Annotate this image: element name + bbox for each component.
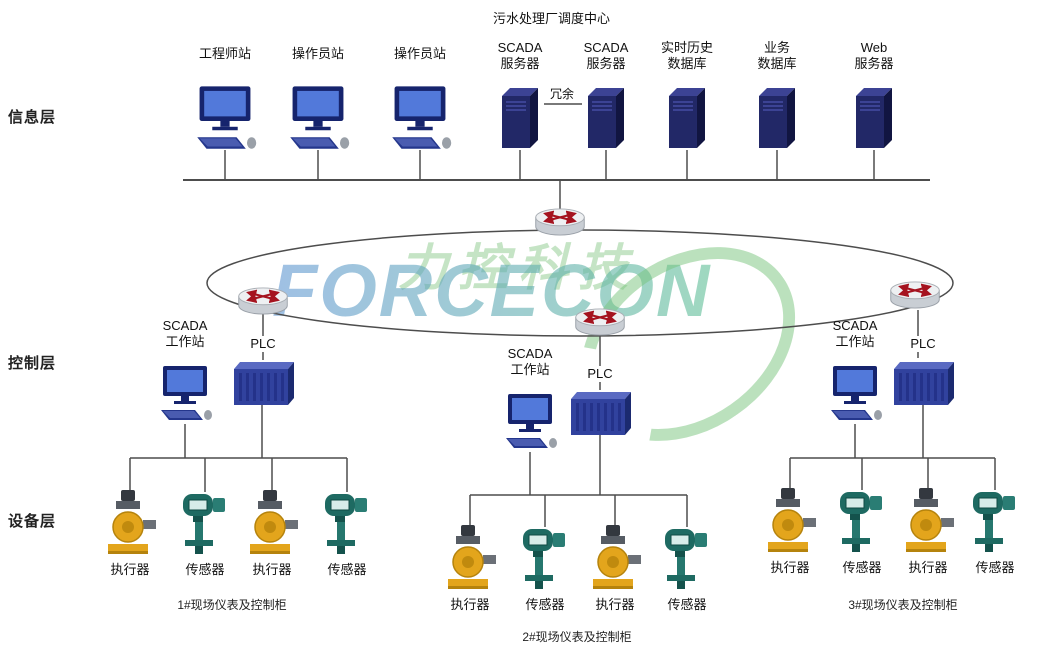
sensor-icon bbox=[177, 490, 233, 556]
node-label: 传感器 bbox=[185, 562, 225, 577]
engineer-station-node: 工程师站 bbox=[188, 46, 262, 158]
node-label: 执行器 bbox=[450, 597, 490, 612]
actuator-node: 执行器 bbox=[244, 490, 300, 578]
node-label: PLC bbox=[584, 366, 616, 382]
actuator-icon bbox=[442, 525, 498, 591]
node-label: 传感器 bbox=[975, 560, 1015, 575]
group-caption-3: 3#现场仪表及控制柜 bbox=[848, 598, 958, 612]
server-icon bbox=[753, 84, 801, 152]
actuator-node: 执行器 bbox=[587, 525, 643, 613]
server-icon bbox=[663, 84, 711, 152]
node-label: SCADA 工作站 bbox=[507, 346, 553, 377]
node-label: Web 服务器 bbox=[854, 40, 894, 71]
sensor-node: 传感器 bbox=[319, 490, 375, 578]
workstation-icon bbox=[823, 364, 887, 428]
plc-icon bbox=[890, 357, 956, 407]
node-label: 执行器 bbox=[770, 560, 810, 575]
workstation-icon bbox=[153, 364, 217, 428]
actuator-node: 执行器 bbox=[900, 488, 956, 576]
plc-node-3: PLC bbox=[890, 336, 956, 407]
node-label: 执行器 bbox=[252, 562, 292, 577]
group-caption-2: 2#现场仪表及控制柜 bbox=[522, 630, 632, 644]
actuator-node: 执行器 bbox=[762, 488, 818, 576]
sensor-node: 传感器 bbox=[177, 490, 233, 578]
node-label: SCADA 工作站 bbox=[162, 318, 208, 349]
scada-workstation-node-2: SCADA 工作站 bbox=[498, 346, 562, 456]
actuator-icon bbox=[762, 488, 818, 554]
business-db-node: 业务 数据库 bbox=[753, 40, 801, 152]
sensor-node: 传感器 bbox=[967, 488, 1023, 576]
operator-station-node-2: 操作员站 bbox=[383, 46, 457, 158]
web-server-node: Web 服务器 bbox=[850, 40, 898, 152]
node-label: 执行器 bbox=[595, 597, 635, 612]
node-label: 传感器 bbox=[842, 560, 882, 575]
sensor-icon bbox=[319, 490, 375, 556]
plc-node-2: PLC bbox=[567, 366, 633, 437]
node-label: 实时历史 数据库 bbox=[660, 40, 714, 71]
actuator-icon bbox=[102, 490, 158, 556]
ring-switch-right-icon bbox=[887, 277, 943, 313]
workstation-icon bbox=[281, 84, 355, 158]
node-label: 工程师站 bbox=[198, 46, 251, 61]
node-label: 操作员站 bbox=[291, 46, 344, 61]
plc-icon bbox=[230, 357, 296, 407]
layer-label-info: 信息层 bbox=[8, 109, 57, 126]
node-label: 传感器 bbox=[327, 562, 367, 577]
ring-switch-middle-icon bbox=[572, 304, 628, 340]
actuator-icon bbox=[587, 525, 643, 591]
actuator-node: 执行器 bbox=[102, 490, 158, 578]
sensor-node: 传感器 bbox=[834, 488, 890, 576]
operator-station-node-1: 操作员站 bbox=[281, 46, 355, 158]
plc-node-1: PLC bbox=[230, 336, 296, 407]
scada-workstation-node-3: SCADA 工作站 bbox=[823, 318, 887, 428]
node-label: 操作员站 bbox=[393, 46, 446, 61]
layer-label-control: 控制层 bbox=[8, 355, 57, 372]
node-label: SCADA 工作站 bbox=[832, 318, 878, 349]
actuator-icon bbox=[900, 488, 956, 554]
workstation-icon bbox=[188, 84, 262, 158]
workstation-icon bbox=[498, 392, 562, 456]
server-icon bbox=[496, 84, 544, 152]
sensor-node: 传感器 bbox=[659, 525, 715, 613]
group-caption-1: 1#现场仪表及控制柜 bbox=[177, 598, 287, 612]
sensor-icon bbox=[517, 525, 573, 591]
redundancy-label: 冗余 bbox=[547, 86, 577, 102]
scada-server-node-1: SCADA 服务器 bbox=[496, 40, 544, 152]
server-icon bbox=[582, 84, 630, 152]
sensor-icon bbox=[834, 488, 890, 554]
actuator-icon bbox=[244, 490, 300, 556]
node-label: 传感器 bbox=[667, 597, 707, 612]
plc-icon bbox=[567, 387, 633, 437]
node-label: 执行器 bbox=[110, 562, 150, 577]
realtime-history-db-node: 实时历史 数据库 bbox=[661, 40, 713, 152]
layer-label-device: 设备层 bbox=[8, 513, 57, 530]
scada-workstation-node-1: SCADA 工作站 bbox=[153, 318, 217, 428]
sensor-icon bbox=[967, 488, 1023, 554]
diagram-title: 污水处理厂调度中心 bbox=[492, 11, 610, 26]
node-label: SCADA 服务器 bbox=[497, 40, 543, 71]
node-label: PLC bbox=[247, 336, 279, 352]
sensor-node: 传感器 bbox=[517, 525, 573, 613]
node-label: 业务 数据库 bbox=[757, 40, 797, 71]
ring-switch-left-icon bbox=[235, 283, 291, 319]
workstation-icon bbox=[383, 84, 457, 158]
core-switch-icon bbox=[532, 204, 588, 240]
node-label: 执行器 bbox=[908, 560, 948, 575]
server-icon bbox=[850, 84, 898, 152]
node-label: 传感器 bbox=[525, 597, 565, 612]
node-label: PLC bbox=[907, 336, 939, 352]
actuator-node: 执行器 bbox=[442, 525, 498, 613]
node-label: SCADA 服务器 bbox=[583, 40, 629, 71]
sensor-icon bbox=[659, 525, 715, 591]
scada-server-node-2: SCADA 服务器 bbox=[582, 40, 630, 152]
